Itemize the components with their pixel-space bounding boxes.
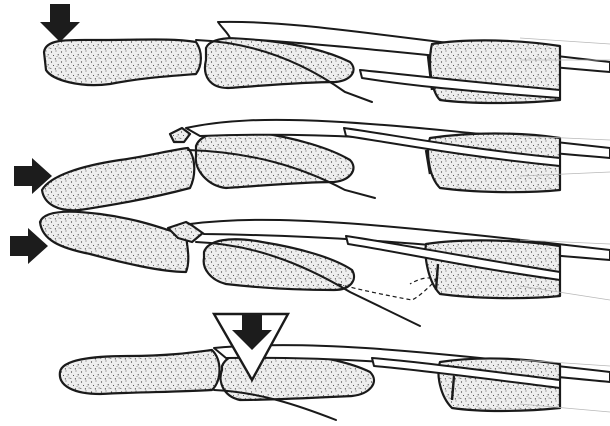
avulsion-fragment xyxy=(170,128,190,142)
distal-phalanx xyxy=(60,350,220,394)
middle-phalanx xyxy=(196,131,354,188)
panel-1 xyxy=(40,4,610,103)
panel-4 xyxy=(60,314,610,420)
panel-3 xyxy=(10,212,610,326)
distal-phalanx-flexed xyxy=(42,148,194,210)
down-arrow-icon xyxy=(40,4,80,42)
distal-phalanx xyxy=(44,40,201,86)
right-arrow-icon xyxy=(10,228,48,264)
distal-phalanx xyxy=(40,212,188,272)
panel-2 xyxy=(14,120,610,210)
